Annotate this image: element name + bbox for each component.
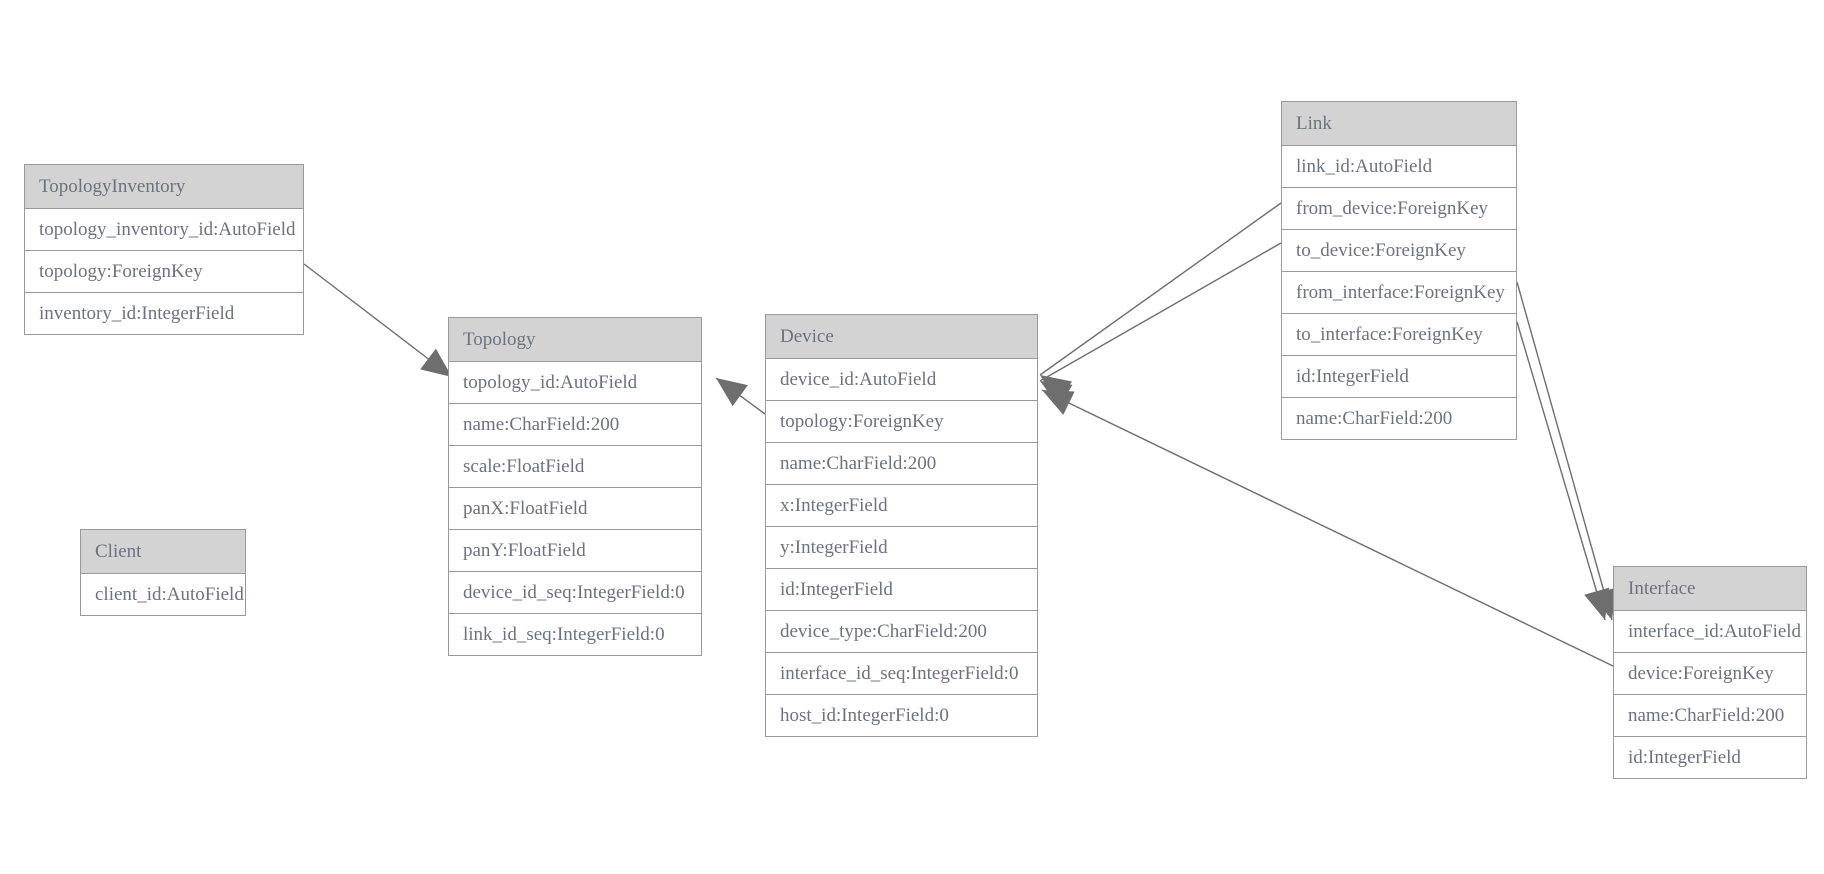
relationship-edge-link-from-interface: [1516, 281, 1613, 621]
entity-field: name:CharField:200: [1614, 695, 1806, 737]
entity-field: link_id_seq:IntegerField:0: [449, 614, 701, 655]
entity-field: from_interface:ForeignKey: [1282, 272, 1516, 314]
entity-field: y:IntegerField: [766, 527, 1037, 569]
relationship-arrowhead-interface-device: [1042, 390, 1075, 415]
relationship-arrowhead-link-from-device: [1040, 375, 1073, 403]
entity-field: topology:ForeignKey: [25, 251, 303, 293]
entity-field: topology_inventory_id:AutoField: [25, 209, 303, 251]
entity-field: to_interface:ForeignKey: [1282, 314, 1516, 356]
relationship-edge-link-to-device: [1039, 242, 1282, 382]
entity-field: host_id:IntegerField:0: [766, 695, 1037, 736]
entity-field: interface_id_seq:IntegerField:0: [766, 653, 1037, 695]
entity-title-link: Link: [1282, 102, 1516, 146]
entity-title-interface: Interface: [1614, 567, 1806, 611]
entity-field: topology:ForeignKey: [766, 401, 1037, 443]
entity-field: id:IntegerField: [1614, 737, 1806, 778]
entity-field: topology_id:AutoField: [449, 362, 701, 404]
relationship-arrowhead-link-to-device: [1040, 381, 1073, 408]
entity-field: x:IntegerField: [766, 485, 1037, 527]
entity-field: device_id_seq:IntegerField:0: [449, 572, 701, 614]
entity-field: device:ForeignKey: [1614, 653, 1806, 695]
entity-field: name:CharField:200: [766, 443, 1037, 485]
entity-field: id:IntegerField: [766, 569, 1037, 611]
relationship-edge-link-from-device: [1039, 202, 1282, 376]
entity-field: device_id:AutoField: [766, 359, 1037, 401]
entity-field: name:CharField:200: [1282, 398, 1516, 439]
relationship-edge-topologyinventory-topology: [303, 263, 453, 378]
entity-field: name:CharField:200: [449, 404, 701, 446]
entity-title-client: Client: [81, 530, 245, 574]
entity-title-topology_inventory: TopologyInventory: [25, 165, 303, 209]
entity-field: panY:FloatField: [449, 530, 701, 572]
entity-field: to_device:ForeignKey: [1282, 230, 1516, 272]
entity-field: client_id:AutoField: [81, 574, 245, 615]
entity-field: id:IntegerField: [1282, 356, 1516, 398]
relationship-edge-device-topology: [715, 377, 766, 415]
relationship-edge-link-to-interface: [1516, 321, 1606, 621]
entity-field: device_type:CharField:200: [766, 611, 1037, 653]
entity-field: from_device:ForeignKey: [1282, 188, 1516, 230]
entity-field: interface_id:AutoField: [1614, 611, 1806, 653]
relationship-arrowhead-device-topology: [716, 378, 748, 407]
entity-field: panX:FloatField: [449, 488, 701, 530]
entity-title-device: Device: [766, 315, 1037, 359]
entity-field: inventory_id:IntegerField: [25, 293, 303, 334]
entity-field: link_id:AutoField: [1282, 146, 1516, 188]
entity-title-topology: Topology: [449, 318, 701, 362]
entity-field: scale:FloatField: [449, 446, 701, 488]
